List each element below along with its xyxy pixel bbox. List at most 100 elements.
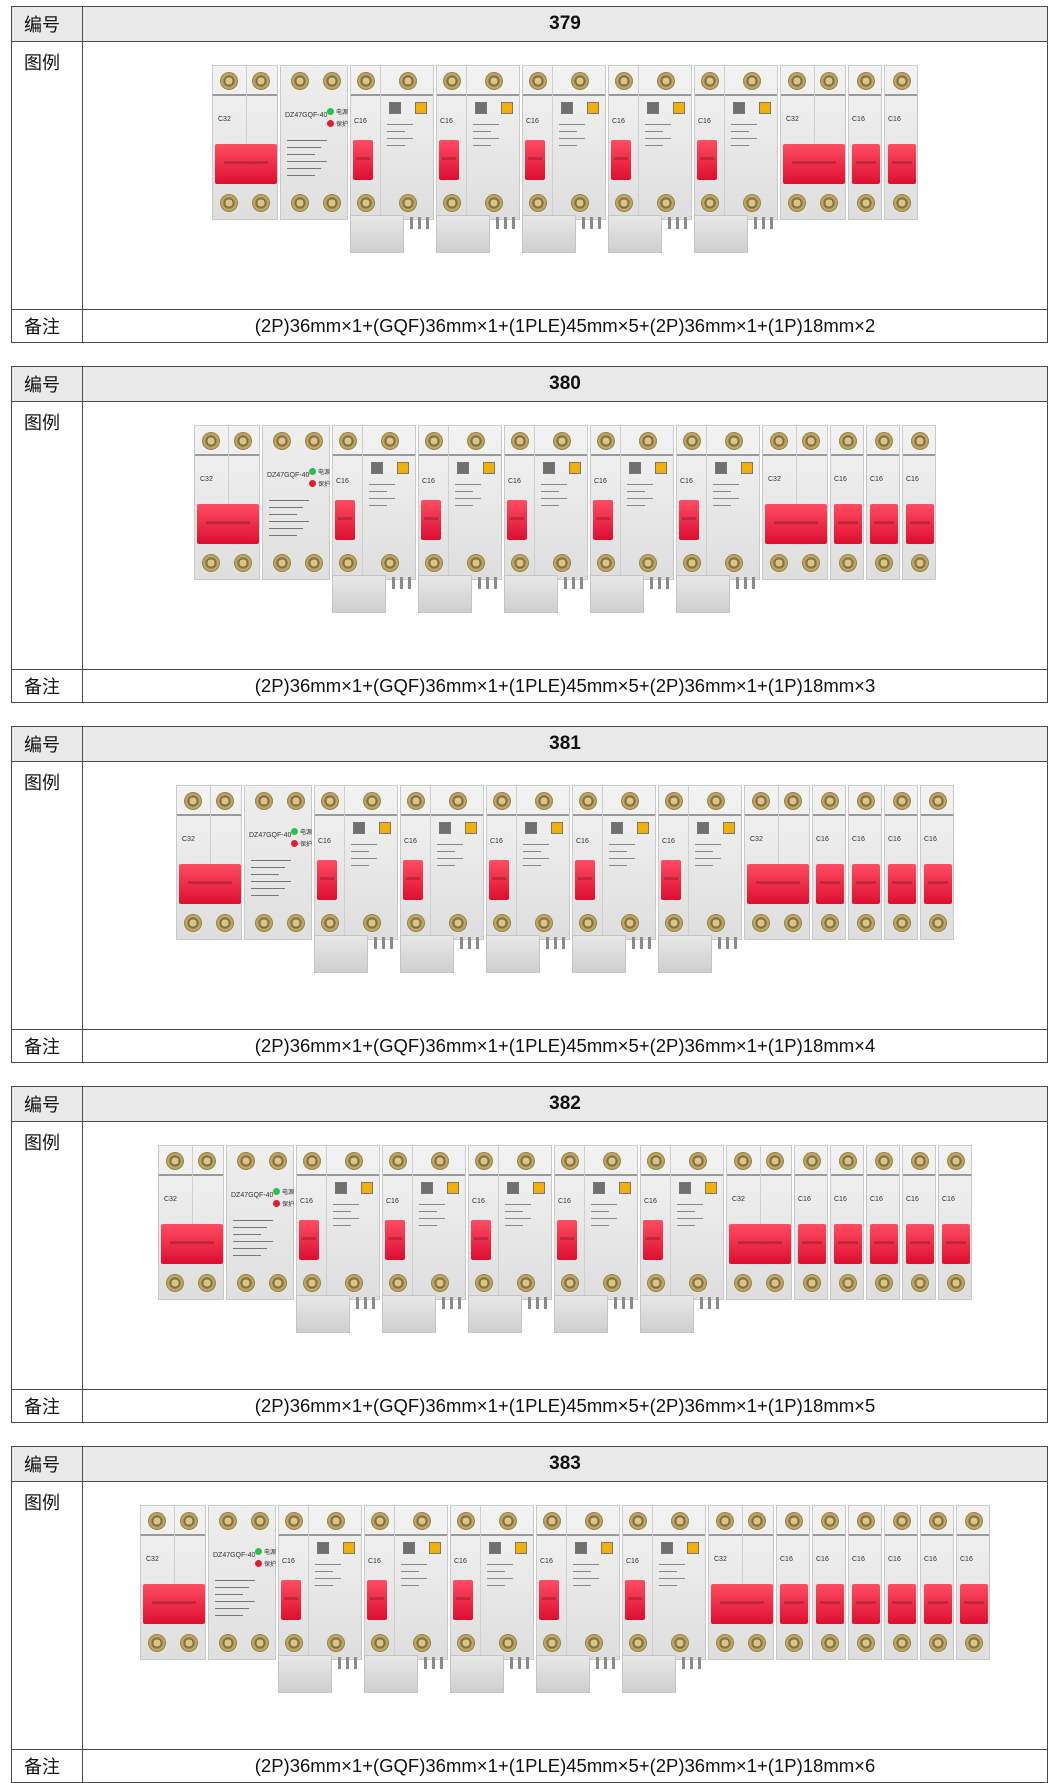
terminal-screw xyxy=(327,1634,345,1652)
terminal-screw xyxy=(219,1634,237,1652)
spec-text-line xyxy=(269,521,309,522)
lead-pin xyxy=(432,1657,435,1669)
reset-indicator-icon xyxy=(629,462,641,474)
terminal-screw xyxy=(579,914,597,932)
ple-lead-block xyxy=(296,1295,350,1333)
ple-breaker: C16 xyxy=(382,1145,466,1333)
breaker-handle xyxy=(870,1224,898,1264)
terminal-screw xyxy=(381,432,399,450)
reset-indicator-icon xyxy=(403,1542,415,1554)
spec-text-line xyxy=(287,154,315,155)
terminal-screw xyxy=(255,792,273,810)
ple-lead-block xyxy=(382,1295,436,1333)
terminal-screw xyxy=(413,1634,431,1652)
terminal-screw xyxy=(734,1274,752,1292)
rail-line xyxy=(383,1174,465,1176)
note-label: 备注 xyxy=(12,669,83,702)
test-button-icon xyxy=(515,1542,527,1554)
breaker-2p: C32 xyxy=(762,425,828,580)
terminal-screw xyxy=(251,1634,269,1652)
spec-text-line xyxy=(695,865,713,866)
spec-text-line xyxy=(369,498,395,499)
pole-divider xyxy=(326,1146,327,1301)
ple-lead-block xyxy=(468,1295,522,1333)
terminal-screw xyxy=(381,554,399,572)
protect-led-icon xyxy=(273,1200,280,1207)
lead-pin xyxy=(458,1297,461,1309)
ple-body: C16 xyxy=(364,1505,448,1661)
ple-lead-block xyxy=(554,1295,608,1333)
rail-line xyxy=(401,814,483,816)
breaker-handle xyxy=(317,860,337,900)
spec-text-line xyxy=(351,858,377,859)
breaker-handle xyxy=(385,1220,405,1260)
reset-indicator-icon xyxy=(507,1182,519,1194)
spec-text-line xyxy=(315,1564,341,1565)
test-button-icon xyxy=(655,462,667,474)
breaker-handle xyxy=(747,864,809,904)
ple-breaker: C16 xyxy=(332,425,416,613)
terminal-screw xyxy=(615,194,633,212)
terminal-screw xyxy=(543,1634,561,1652)
lead-pin xyxy=(666,577,669,589)
rail-line xyxy=(795,1174,827,1176)
spec-text-line xyxy=(677,1204,703,1205)
lead-pin xyxy=(510,1657,513,1669)
breaker-1p: C16 xyxy=(902,425,936,580)
terminal-screw xyxy=(875,554,893,572)
terminal-screw xyxy=(839,432,857,450)
ple-breaker: C16 xyxy=(278,1505,362,1693)
breaker-handle xyxy=(625,1580,645,1620)
terminal-screw xyxy=(234,554,252,572)
terminal-screw xyxy=(517,1274,535,1292)
spec-text-line xyxy=(315,1571,333,1572)
breaker-2p: C32 xyxy=(176,785,242,940)
reset-indicator-icon xyxy=(489,1542,501,1554)
terminal-screw xyxy=(571,194,589,212)
spec-text-line xyxy=(269,535,297,536)
breaker-1p: C16 xyxy=(902,1145,936,1300)
protect-led-label: 保护 xyxy=(318,482,331,488)
terminal-screw xyxy=(413,1512,431,1530)
spec-text-line xyxy=(627,484,653,485)
terminal-screw xyxy=(184,792,202,810)
reset-indicator-icon xyxy=(543,462,555,474)
terminal-screw xyxy=(965,1634,983,1652)
terminal-screw xyxy=(269,1274,287,1292)
breaker-2p: C32 xyxy=(744,785,810,940)
spec-text-line xyxy=(609,851,627,852)
rating-label: C16 xyxy=(540,1558,553,1565)
rail-line xyxy=(279,1534,361,1536)
lead-pin xyxy=(554,937,557,949)
rating-label: C16 xyxy=(888,836,901,843)
breaker-1p: C16 xyxy=(848,785,882,940)
protect-led-label: 保护 xyxy=(300,842,313,848)
ple-body: C16 xyxy=(332,425,416,581)
spec-text-line xyxy=(455,505,473,506)
terminal-screw xyxy=(701,72,719,90)
spec-text-line xyxy=(419,1204,445,1205)
terminal-screw xyxy=(285,1512,303,1530)
terminal-screw xyxy=(965,1512,983,1530)
terminal-screw xyxy=(911,1152,929,1170)
rail-line xyxy=(659,814,741,816)
pole-divider xyxy=(174,1506,175,1584)
pole-divider xyxy=(760,1146,761,1224)
terminal-screw xyxy=(321,792,339,810)
protect-led-icon xyxy=(327,120,334,127)
lead-pin xyxy=(338,1657,341,1669)
ple-lead-block xyxy=(676,575,730,613)
spec-text-line xyxy=(523,858,549,859)
test-button-icon xyxy=(415,102,427,114)
terminal-screw xyxy=(857,914,875,932)
rail-line xyxy=(849,1534,881,1536)
lead-pin xyxy=(450,1297,453,1309)
terminal-screw xyxy=(621,792,639,810)
lead-pin xyxy=(632,937,635,949)
breaker-2p: C32 xyxy=(726,1145,792,1300)
ple-breaker: C16 xyxy=(364,1505,448,1693)
spec-text-line xyxy=(523,844,549,845)
pole-divider xyxy=(380,66,381,221)
spec-text-line xyxy=(473,138,499,139)
